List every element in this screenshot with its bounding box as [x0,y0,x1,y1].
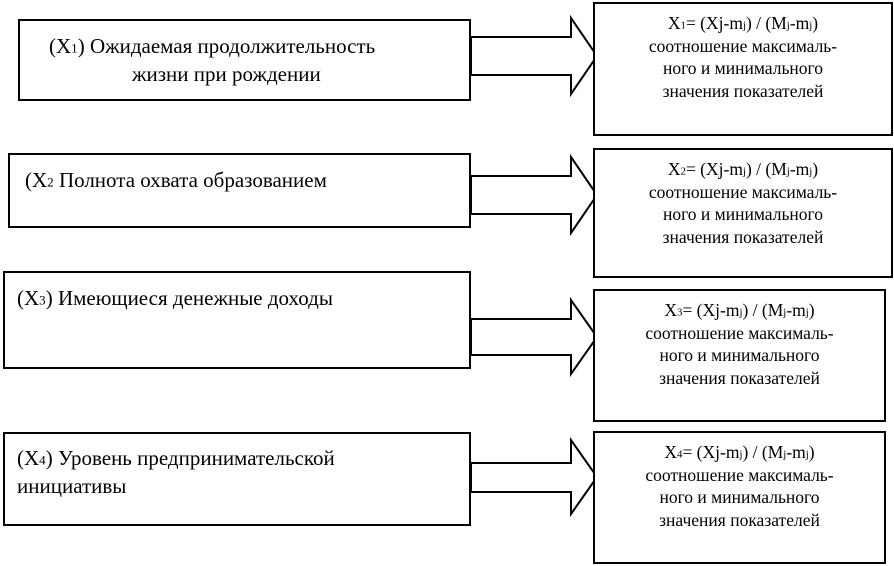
formula-desc-4-line1: соотношение максималь- [645,464,834,485]
factor-box-3: (X3) Имеющиеся денежные доходы [3,271,471,369]
formula-desc-1-line3: значения показателей [662,80,824,101]
factor-box-1: (X1) Ожидаемая продолжительность жизни п… [18,19,471,101]
formula-desc-4-line2: ного и минимального [659,487,820,507]
formula-box-3: X3= (Xj-mj) / (Mj-mj) соотношение максим… [593,289,886,422]
formula-3: X3= (Xj-mj) / (Mj-mj) [664,300,815,320]
factor-label-4-line2: инициативы [17,474,127,498]
factor-box-4: (X4) Уровень предпринимательской инициат… [3,432,471,526]
formula-desc-2-line1: соотношение максималь- [648,181,838,202]
formula-desc-4-line3: значения показателей [659,509,820,530]
formula-box-1: X1= (Xj-mj) / (Mj-mj) соотношение максим… [593,2,893,136]
factor-label-1-line2: жизни при рождении [132,62,321,86]
formula-desc-2-line2: ного и минимального [662,204,824,224]
arrow-2 [470,153,599,237]
arrow-4 [470,436,599,518]
arrow-3 [470,296,599,378]
factor-label-2: (X2 Полнота охвата образованием [25,168,327,192]
formula-box-4: X4= (Xj-mj) / (Mj-mj) соотношение максим… [593,431,886,564]
factor-label-4: (X4) Уровень предпринимательской [17,446,335,470]
formula-desc-1-line2: ного и минимального [662,58,824,78]
factor-label-3: (X3) Имеющиеся денежные доходы [17,286,333,310]
factor-label-1: (X1) Ожидаемая продолжительность [49,34,376,58]
formula-1: X1= (Xj-mj) / (Mj-mj) [667,13,819,33]
factor-box-2: (X2 Полнота охвата образованием [8,153,471,228]
formula-desc-2-line3: значения показателей [662,226,824,247]
arrow-1 [470,14,599,98]
formula-desc-3-line1: соотношение максималь- [645,322,834,343]
formula-desc-1-line1: соотношение максималь- [648,35,838,56]
formula-box-2: X2= (Xj-mj) / (Mj-mj) соотношение максим… [593,148,893,278]
formula-desc-3-line3: значения показателей [659,367,820,388]
formula-4: X4= (Xj-mj) / (Mj-mj) [664,442,815,462]
formula-desc-3-line2: ного и минимального [659,345,820,365]
formula-2: X2= (Xj-mj) / (Mj-mj) [667,159,819,179]
